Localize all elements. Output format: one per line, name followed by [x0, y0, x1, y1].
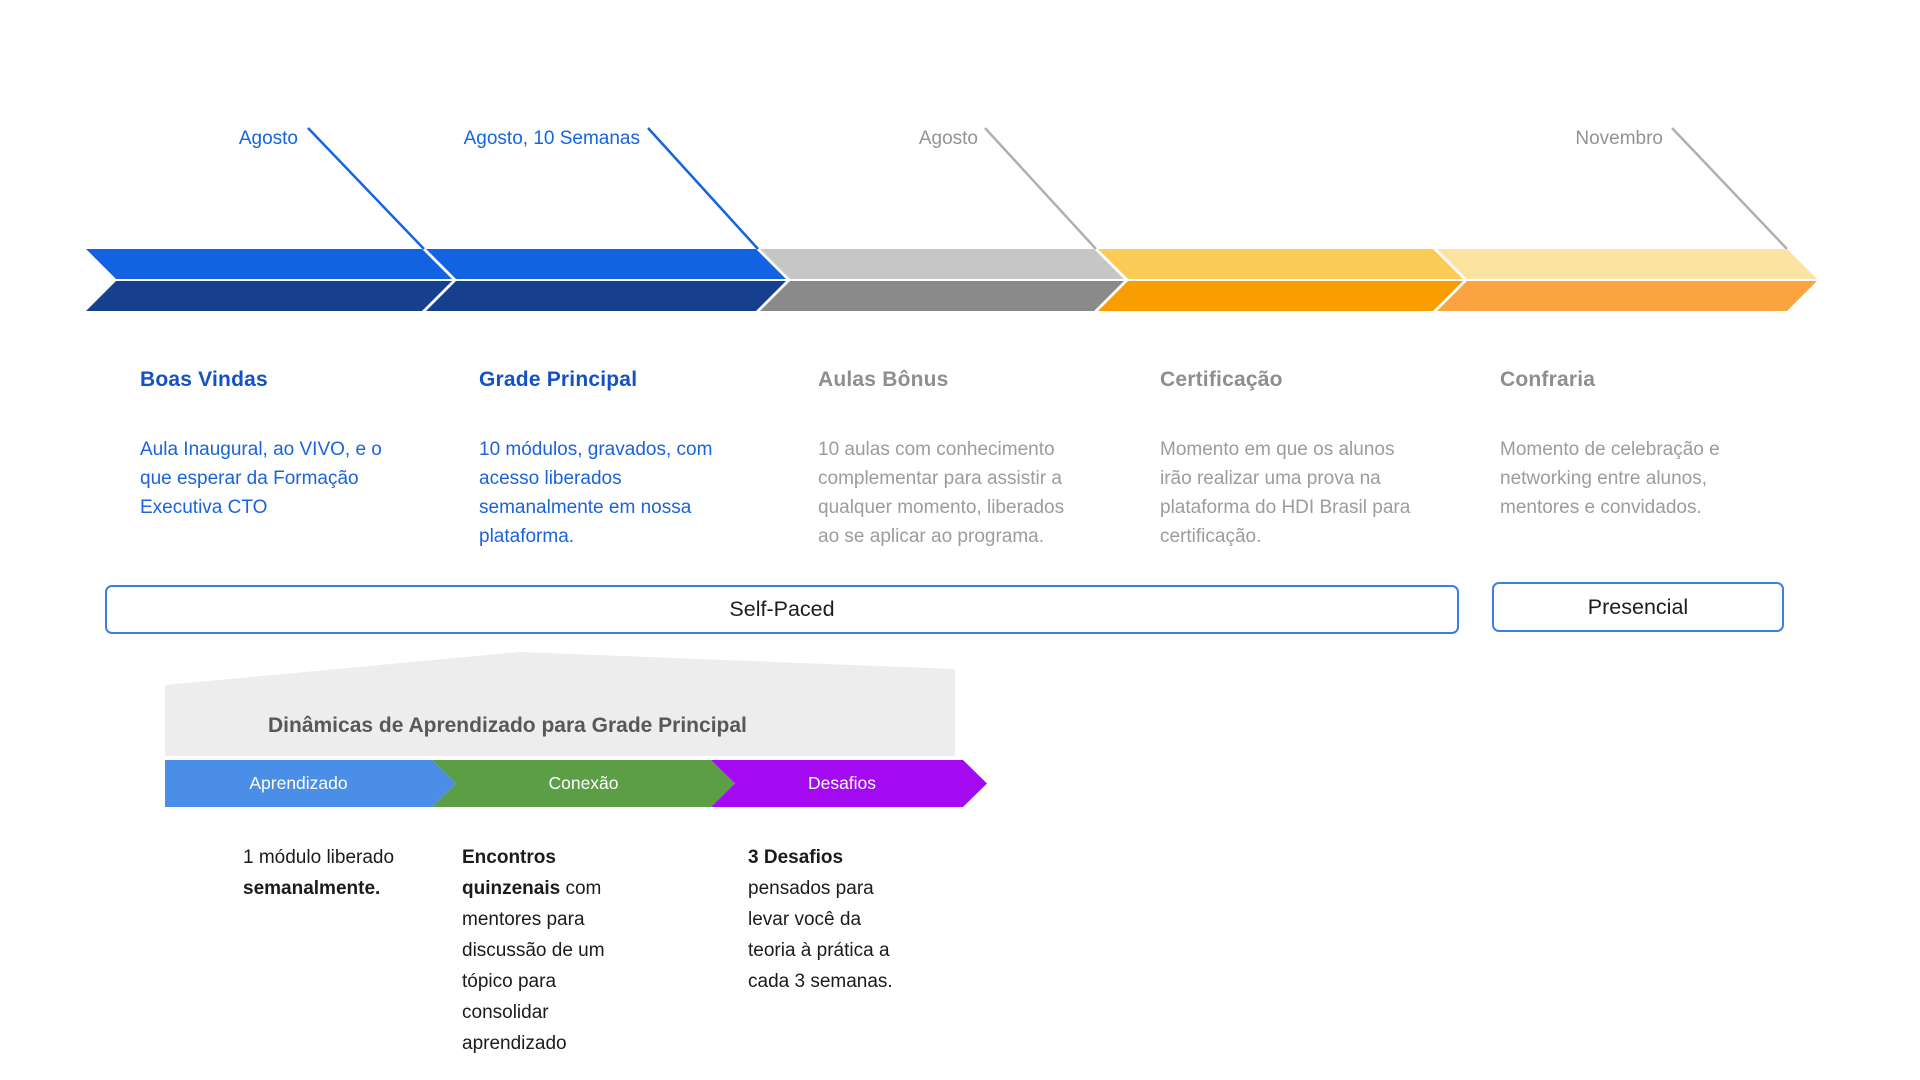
leader-line-4	[1671, 127, 1788, 250]
column-boas-vindas: Boas Vindas Aula Inaugural, ao VIVO, e o…	[140, 368, 430, 522]
dynamics-arrow-label: Conexão	[548, 773, 619, 793]
band-segment-aulas-bonus-top	[760, 249, 1124, 279]
column-description: Aula Inaugural, ao VIVO, e o que esperar…	[140, 439, 382, 518]
dynamics-arrow-aprendizado: Aprendizado	[165, 760, 456, 807]
band-segment-boas-vindas-top	[86, 249, 452, 279]
column-description: 10 módulos, gravados, com acesso liberad…	[479, 439, 713, 547]
dynamics-title: Dinâmicas de Aprendizado para Grade Prin…	[268, 714, 747, 737]
phase-box-label: Self-Paced	[729, 597, 835, 621]
dynamics-item-conexao: Encontros quinzenais com mentores para d…	[462, 847, 605, 1054]
dynamics-arrow-conexao: Conexão	[432, 760, 735, 807]
phase-box-self-paced: Self-Paced	[105, 585, 1459, 634]
dynamics-item-desafios: 3 Desafios pensados para levar você da t…	[748, 847, 893, 992]
column-title: Boas Vindas	[140, 368, 268, 391]
column-title: Aulas Bônus	[818, 368, 949, 391]
leader-line-3	[984, 127, 1097, 250]
milestone-label-agosto-1: Agosto	[238, 128, 298, 149]
band-segment-aulas-bonus-bottom	[760, 281, 1124, 311]
column-description: Momento em que os alunos irão realizar u…	[1160, 439, 1411, 547]
band-segment-confraria-bottom	[1437, 281, 1817, 311]
leader-line-2	[647, 127, 759, 250]
column-grade-principal: Grade Principal 10 módulos, gravados, co…	[479, 368, 769, 551]
dynamics-item-aprendizado: 1 módulo liberado semanalmente.	[243, 847, 395, 899]
column-description: Momento de celebração e networking entre…	[1500, 439, 1720, 518]
phase-box-presencial: Presencial	[1492, 582, 1784, 632]
band-segment-grade-principal-bottom	[426, 281, 786, 311]
column-title: Grade Principal	[479, 368, 638, 391]
milestone-label-novembro: Novembro	[1575, 128, 1663, 149]
milestone-label-agosto-2: Agosto	[918, 128, 978, 149]
column-aulas-bonus: Aulas Bônus 10 aulas com conhecimento co…	[818, 368, 1108, 551]
phase-box-label: Presencial	[1587, 594, 1689, 619]
dynamics-arrow-label: Aprendizado	[249, 773, 348, 793]
band-segment-certificacao-top	[1098, 249, 1463, 279]
band-segment-confraria-top	[1437, 249, 1817, 279]
band-segment-boas-vindas-bottom	[86, 281, 452, 311]
dynamics-arrow-desafios: Desafios	[711, 760, 987, 807]
column-certificacao: Certificação Momento em que os alunos ir…	[1160, 368, 1450, 551]
dynamics-arrow-label: Desafios	[807, 773, 877, 793]
column-description: 10 aulas com conhecimento complementar p…	[818, 439, 1065, 547]
band-segment-grade-principal-top	[426, 249, 786, 279]
column-confraria: Confraria Momento de celebração e networ…	[1500, 368, 1790, 522]
milestone-label-agosto-10-semanas: Agosto, 10 Semanas	[463, 128, 640, 149]
column-title: Confraria	[1500, 368, 1596, 391]
band-segment-certificacao-bottom	[1098, 281, 1463, 311]
dynamics-banner: Dinâmicas de Aprendizado para Grade Prin…	[165, 652, 955, 756]
column-title: Certificação	[1160, 368, 1283, 391]
